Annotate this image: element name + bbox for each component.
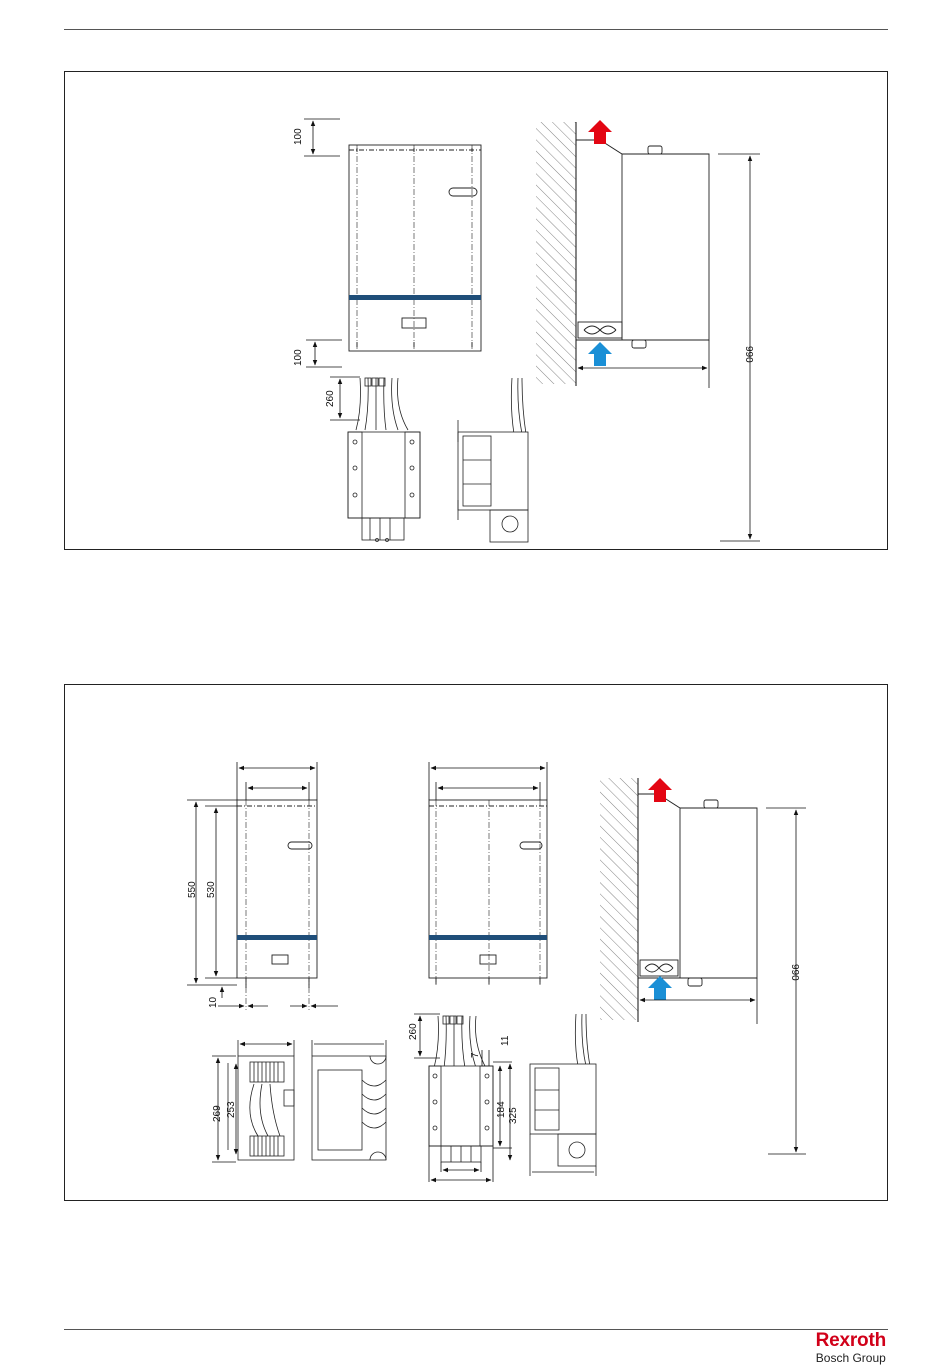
fig2-filter-front-view — [429, 1016, 493, 1162]
fig1-dim-260: 260 — [325, 390, 336, 407]
fig1-filter-side-view — [458, 378, 528, 542]
fig1-dim-bottom-clearance — [306, 340, 342, 367]
fig1-wall-hatch — [536, 122, 576, 384]
brand-name: Rexroth — [816, 1331, 886, 1350]
fig2-dims-wide-width — [429, 762, 547, 800]
fig1-side-view — [576, 140, 709, 348]
fig1-display-strip — [349, 295, 481, 300]
fig2-front-view-narrow — [237, 800, 317, 1010]
fig2-dim-269: 269 — [212, 1105, 223, 1122]
fig2-dim-260: 260 — [408, 1023, 419, 1040]
fig2-display-strip-narrow — [237, 935, 317, 940]
fig1-filter-front-view — [348, 378, 420, 542]
fig2-dim-550: 550 — [187, 881, 198, 898]
fig2-display-strip-wide — [429, 935, 547, 940]
fig1-dim-990: 990 — [743, 346, 754, 363]
fig2-dim-11: 11 — [500, 1035, 511, 1046]
fig2-dim-990: 990 — [789, 964, 800, 981]
fig2-airflow-out-arrow — [648, 778, 672, 802]
fig1-dim-100-bottom: 100 — [293, 349, 304, 366]
fig1-airflow-in-arrow — [588, 342, 612, 366]
fig2-dim-overall — [766, 808, 806, 1154]
fig1-dim-top-clearance — [304, 119, 340, 156]
fig2-dim-10: 10 — [208, 996, 219, 1008]
fig2-front-view-wide — [429, 800, 547, 985]
fig2-dim-325: 325 — [508, 1107, 519, 1124]
brand-group: Bosch Group — [816, 1352, 886, 1364]
fig2-dim-530: 530 — [206, 881, 217, 898]
footer-rule — [64, 1329, 888, 1330]
fig2-terminal-front-view — [228, 1040, 294, 1160]
fig2-wall-hatch — [600, 778, 638, 1020]
brand-logo: Rexroth Bosch Group — [816, 1331, 886, 1364]
fig2-side-view — [638, 794, 757, 986]
fig2-filter-side-view — [530, 1014, 596, 1176]
fig2-airflow-in-arrow — [648, 976, 672, 1000]
fig1-dim-100-top: 100 — [293, 128, 304, 145]
fig2-dim-184: 184 — [496, 1101, 507, 1118]
fig2-dim-253: 253 — [226, 1101, 237, 1118]
fig2-dims-narrow-height — [187, 800, 237, 998]
fig1-front-view — [349, 145, 481, 351]
fig2-dim-7: 7 — [470, 1052, 481, 1058]
fig2-terminal-side-view — [312, 1040, 386, 1160]
